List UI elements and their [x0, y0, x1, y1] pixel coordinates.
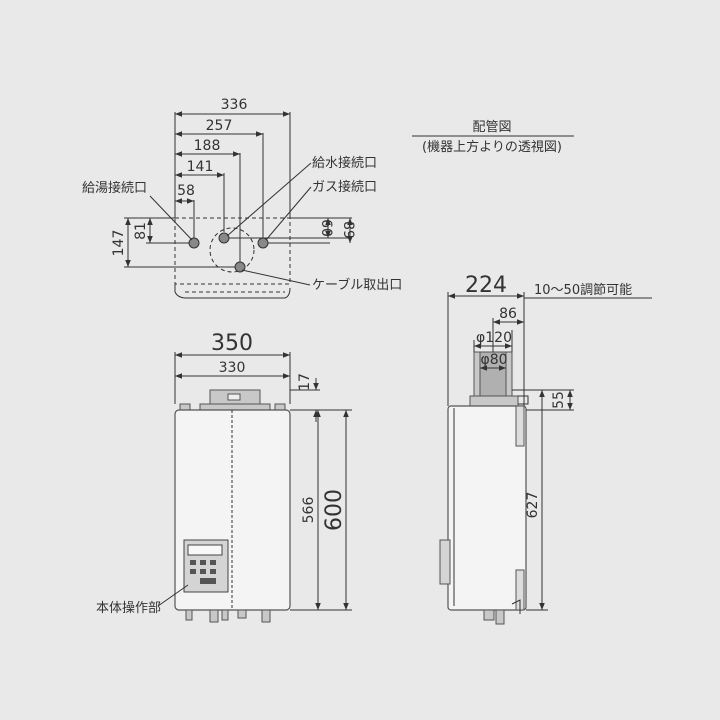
panel-button-1 — [190, 560, 196, 565]
front-bracket-left — [179, 403, 191, 411]
dim-627: 627 — [525, 492, 541, 519]
panel-button-6 — [210, 569, 216, 574]
leader-gas — [265, 186, 312, 241]
front-flue-cap — [227, 393, 241, 401]
dim-566: 566 — [301, 497, 317, 524]
side-bracket-bottom — [511, 599, 521, 614]
dim-147: 147 — [111, 230, 127, 257]
panel-button-5 — [200, 569, 206, 574]
hot-water-port-icon — [188, 237, 200, 249]
label-gas: ガス接続口 — [312, 179, 377, 195]
side-fitting-1 — [483, 609, 495, 621]
fitting-1 — [185, 609, 193, 621]
side-wall-mount — [515, 405, 525, 447]
panel-button-7 — [200, 578, 216, 584]
dim-86: 86 — [499, 306, 517, 322]
plan-lip — [174, 284, 291, 299]
leader-panel — [157, 584, 189, 607]
side-fitting-2 — [495, 609, 505, 625]
side-bracket-top — [518, 395, 529, 405]
label-panel: 本体操作部 — [96, 600, 161, 616]
panel-button-3 — [210, 560, 216, 565]
dim-89: 89 — [340, 221, 356, 239]
side-flue-collar — [469, 395, 519, 407]
fitting-5 — [261, 609, 271, 623]
plan-view: 336 257 188 141 58 147 81 60 89 給湯接続口 給水… — [82, 97, 574, 299]
leader-water — [226, 162, 312, 237]
fitting-2 — [209, 609, 219, 623]
fitting-4 — [237, 609, 247, 619]
dim-188: 188 — [194, 138, 221, 154]
dim-81: 81 — [133, 222, 149, 240]
dim-224: 224 — [465, 273, 507, 298]
water-port-icon — [218, 232, 230, 244]
leader-cable — [241, 269, 311, 286]
leader-hot-water — [149, 195, 193, 241]
front-bracket-right — [274, 403, 286, 411]
dim-58: 58 — [177, 183, 195, 199]
dim-330: 330 — [219, 360, 246, 376]
dim-141: 141 — [187, 159, 214, 175]
control-panel-display — [187, 544, 223, 556]
dim-336: 336 — [221, 97, 248, 113]
front-view: 350 330 17 566 600 本体操作部 — [96, 331, 352, 623]
dim-60: 60 — [318, 219, 334, 237]
plan-subtitle: (機器上方よりの透視図) — [422, 139, 562, 155]
label-hot-water: 給湯接続口 — [82, 180, 147, 196]
fitting-3 — [221, 609, 229, 621]
dim-phi120: φ120 — [476, 330, 512, 346]
plan-cable-circle — [209, 227, 255, 273]
label-adjust: 10〜50調節可能 — [534, 283, 632, 298]
panel-button-2 — [200, 560, 206, 565]
dim-17: 17 — [297, 373, 313, 391]
plan-title: 配管図 — [472, 120, 511, 135]
side-panel-bump — [439, 539, 451, 585]
side-body — [447, 405, 527, 611]
label-water: 給水接続口 — [312, 155, 377, 171]
dim-55: 55 — [551, 391, 567, 409]
side-view: 224 10〜50調節可能 86 φ120 φ80 55 627 — [439, 273, 652, 625]
plan-unit-outline — [174, 217, 291, 285]
dim-350: 350 — [211, 331, 253, 356]
dim-600: 600 — [322, 489, 347, 531]
dim-257: 257 — [206, 118, 233, 134]
panel-button-4 — [190, 569, 196, 574]
dim-phi80: φ80 — [480, 352, 507, 368]
label-cable: ケーブル取出口 — [312, 277, 402, 293]
